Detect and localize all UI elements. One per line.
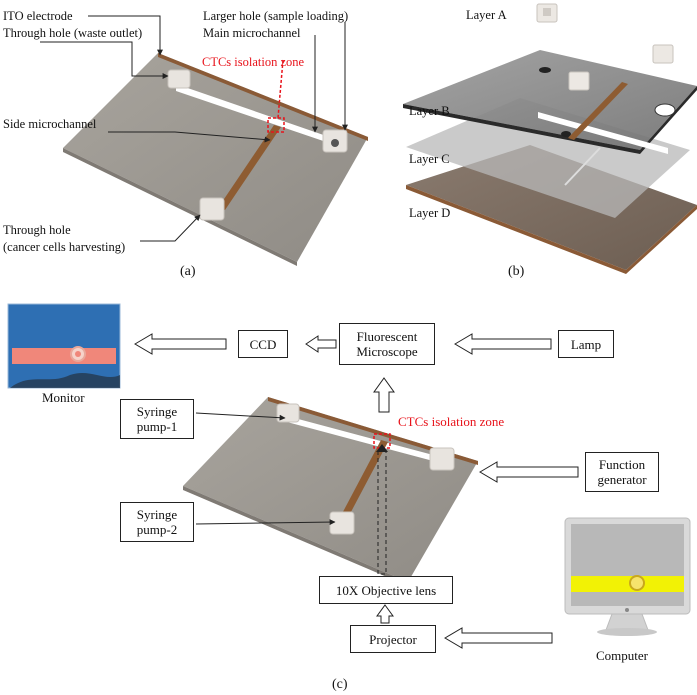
main-channel-b <box>538 112 668 154</box>
layer-a-cube-3 <box>568 71 590 91</box>
hollow-arrows <box>134 333 579 649</box>
microscope-line-1: Fluorescent <box>356 329 418 344</box>
layer-c <box>406 98 690 218</box>
label-monitor: Monitor <box>42 390 85 405</box>
box-fluorescent-microscope: Fluorescent Microscope <box>339 323 435 365</box>
chip-c-face <box>183 397 478 582</box>
box-objective-lens: 10X Objective lens <box>319 576 453 604</box>
label-ctc-zone-a: CTCs isolation zone <box>202 55 305 69</box>
label-layer-a: Layer A <box>466 8 507 22</box>
syringe2-line-1: Syringe <box>136 507 178 522</box>
label-ctc-zone-c: CTCs isolation zone <box>398 414 505 429</box>
side-microchannel-c <box>336 440 388 527</box>
microscope-line-2: Microscope <box>356 344 418 359</box>
label-layer-b: Layer B <box>409 104 450 118</box>
computer-image <box>564 517 691 636</box>
syringe1-line-1: Syringe <box>136 404 178 419</box>
main-microchannel-a <box>176 84 338 146</box>
box-lamp: Lamp <box>558 330 614 358</box>
label-computer: Computer <box>596 648 648 663</box>
box-projector: Projector <box>350 625 436 653</box>
side-microchannel-a <box>218 125 281 210</box>
layers-b <box>403 3 697 274</box>
caption-b: (b) <box>508 264 525 279</box>
layer-d <box>406 145 697 270</box>
chip-c <box>183 397 478 586</box>
label-layer-d: Layer D <box>409 206 451 220</box>
layer-a-cube-2 <box>652 44 674 64</box>
monitor-image <box>7 303 121 389</box>
box-function-generator: Function generator <box>585 452 659 492</box>
port-harvest-a <box>199 197 225 221</box>
ctc-zone-box-a <box>267 117 285 133</box>
port-waste-a <box>167 69 191 89</box>
label-main-microchannel: Main microchannel <box>203 26 301 40</box>
syringe1-line-2: pump-1 <box>136 419 178 434</box>
caption-a: (a) <box>180 264 196 279</box>
label-harvest-note: (cancer cells harvesting) <box>3 240 126 254</box>
label-ito-electrode: ITO electrode <box>3 9 73 23</box>
label-side-microchannel: Side microchannel <box>3 117 97 131</box>
label-through-hole-harvest: Through hole <box>3 223 71 237</box>
label-larger-hole: Larger hole (sample loading) <box>203 9 349 23</box>
funcgen-line-1: Function <box>598 457 646 472</box>
main-microchannel-c <box>287 416 452 466</box>
box-syringe-pump-1: Syringe pump-1 <box>120 399 194 439</box>
caption-c: (c) <box>332 677 348 692</box>
box-ccd: CCD <box>238 330 288 358</box>
box-syringe-pump-2: Syringe pump-2 <box>120 502 194 542</box>
label-layer-c: Layer C <box>409 152 450 166</box>
layer-b <box>403 50 697 150</box>
funcgen-line-2: generator <box>597 472 647 487</box>
syringe2-line-2: pump-2 <box>136 522 178 537</box>
chip-a <box>40 15 368 266</box>
chip-a-face <box>63 53 368 262</box>
side-channel-b <box>568 82 628 140</box>
label-through-hole-waste: Through hole (waste outlet) <box>3 26 143 40</box>
